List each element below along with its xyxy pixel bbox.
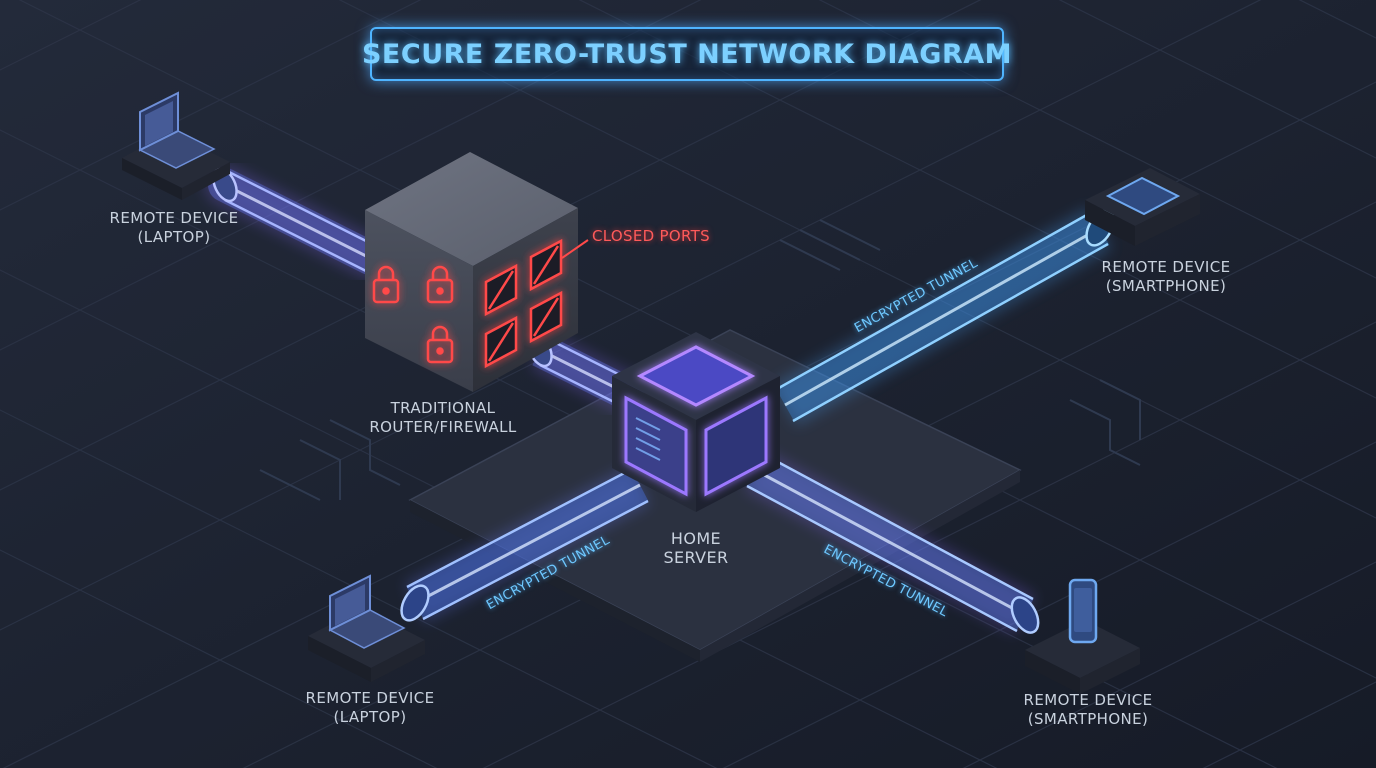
closed-ports-label: CLOSED PORTS: [592, 227, 710, 245]
blocked-port-icon: [484, 238, 563, 369]
smartphone-icon: [1085, 168, 1200, 246]
device-label-line1: REMOTE DEVICE: [1023, 691, 1153, 709]
device-label-line2: (LAPTOP): [333, 708, 407, 726]
firewall-label: TRADITIONAL ROUTER/FIREWALL: [348, 399, 538, 437]
server-label-line2: SERVER: [663, 548, 729, 567]
firewall-label-line2: ROUTER/FIREWALL: [369, 418, 517, 436]
device-label-laptop-top: REMOTE DEVICE (LAPTOP): [84, 209, 264, 247]
tunnel-phone-bottom: [744, 450, 1040, 635]
laptop-icon: [308, 574, 425, 682]
title-banner: SECURE ZERO-TRUST NETWORK DIAGRAM: [362, 27, 1012, 81]
server-label-line1: HOME: [670, 529, 722, 548]
lock-icon: [372, 265, 454, 364]
smartphone-icon: [1025, 578, 1140, 694]
closed-ports-callout-line: [561, 239, 589, 259]
firewall-label-line1: TRADITIONAL: [390, 399, 496, 417]
device-label-phone-bottom: REMOTE DEVICE (SMARTPHONE): [998, 691, 1178, 729]
device-label-line1: REMOTE DEVICE: [305, 689, 435, 707]
tunnel-laptop-bottom: [400, 465, 651, 623]
device-label-laptop-bottom: REMOTE DEVICE (LAPTOP): [280, 689, 460, 727]
circuit-traces: [259, 219, 1141, 501]
device-label-line2: (SMARTPHONE): [1105, 277, 1227, 295]
firewall-cube: [365, 152, 589, 392]
device-label-line1: REMOTE DEVICE: [1101, 258, 1231, 276]
device-label-phone-right: REMOTE DEVICE (SMARTPHONE): [1076, 258, 1256, 296]
server-icon: [612, 332, 780, 512]
device-label-line2: (SMARTPHONE): [1027, 710, 1149, 728]
page-title: SECURE ZERO-TRUST NETWORK DIAGRAM: [361, 38, 1013, 70]
device-label-line2: (LAPTOP): [137, 228, 211, 246]
laptop-icon: [122, 91, 230, 200]
device-label-line1: REMOTE DEVICE: [109, 209, 239, 227]
server-label: HOME SERVER: [636, 529, 756, 567]
